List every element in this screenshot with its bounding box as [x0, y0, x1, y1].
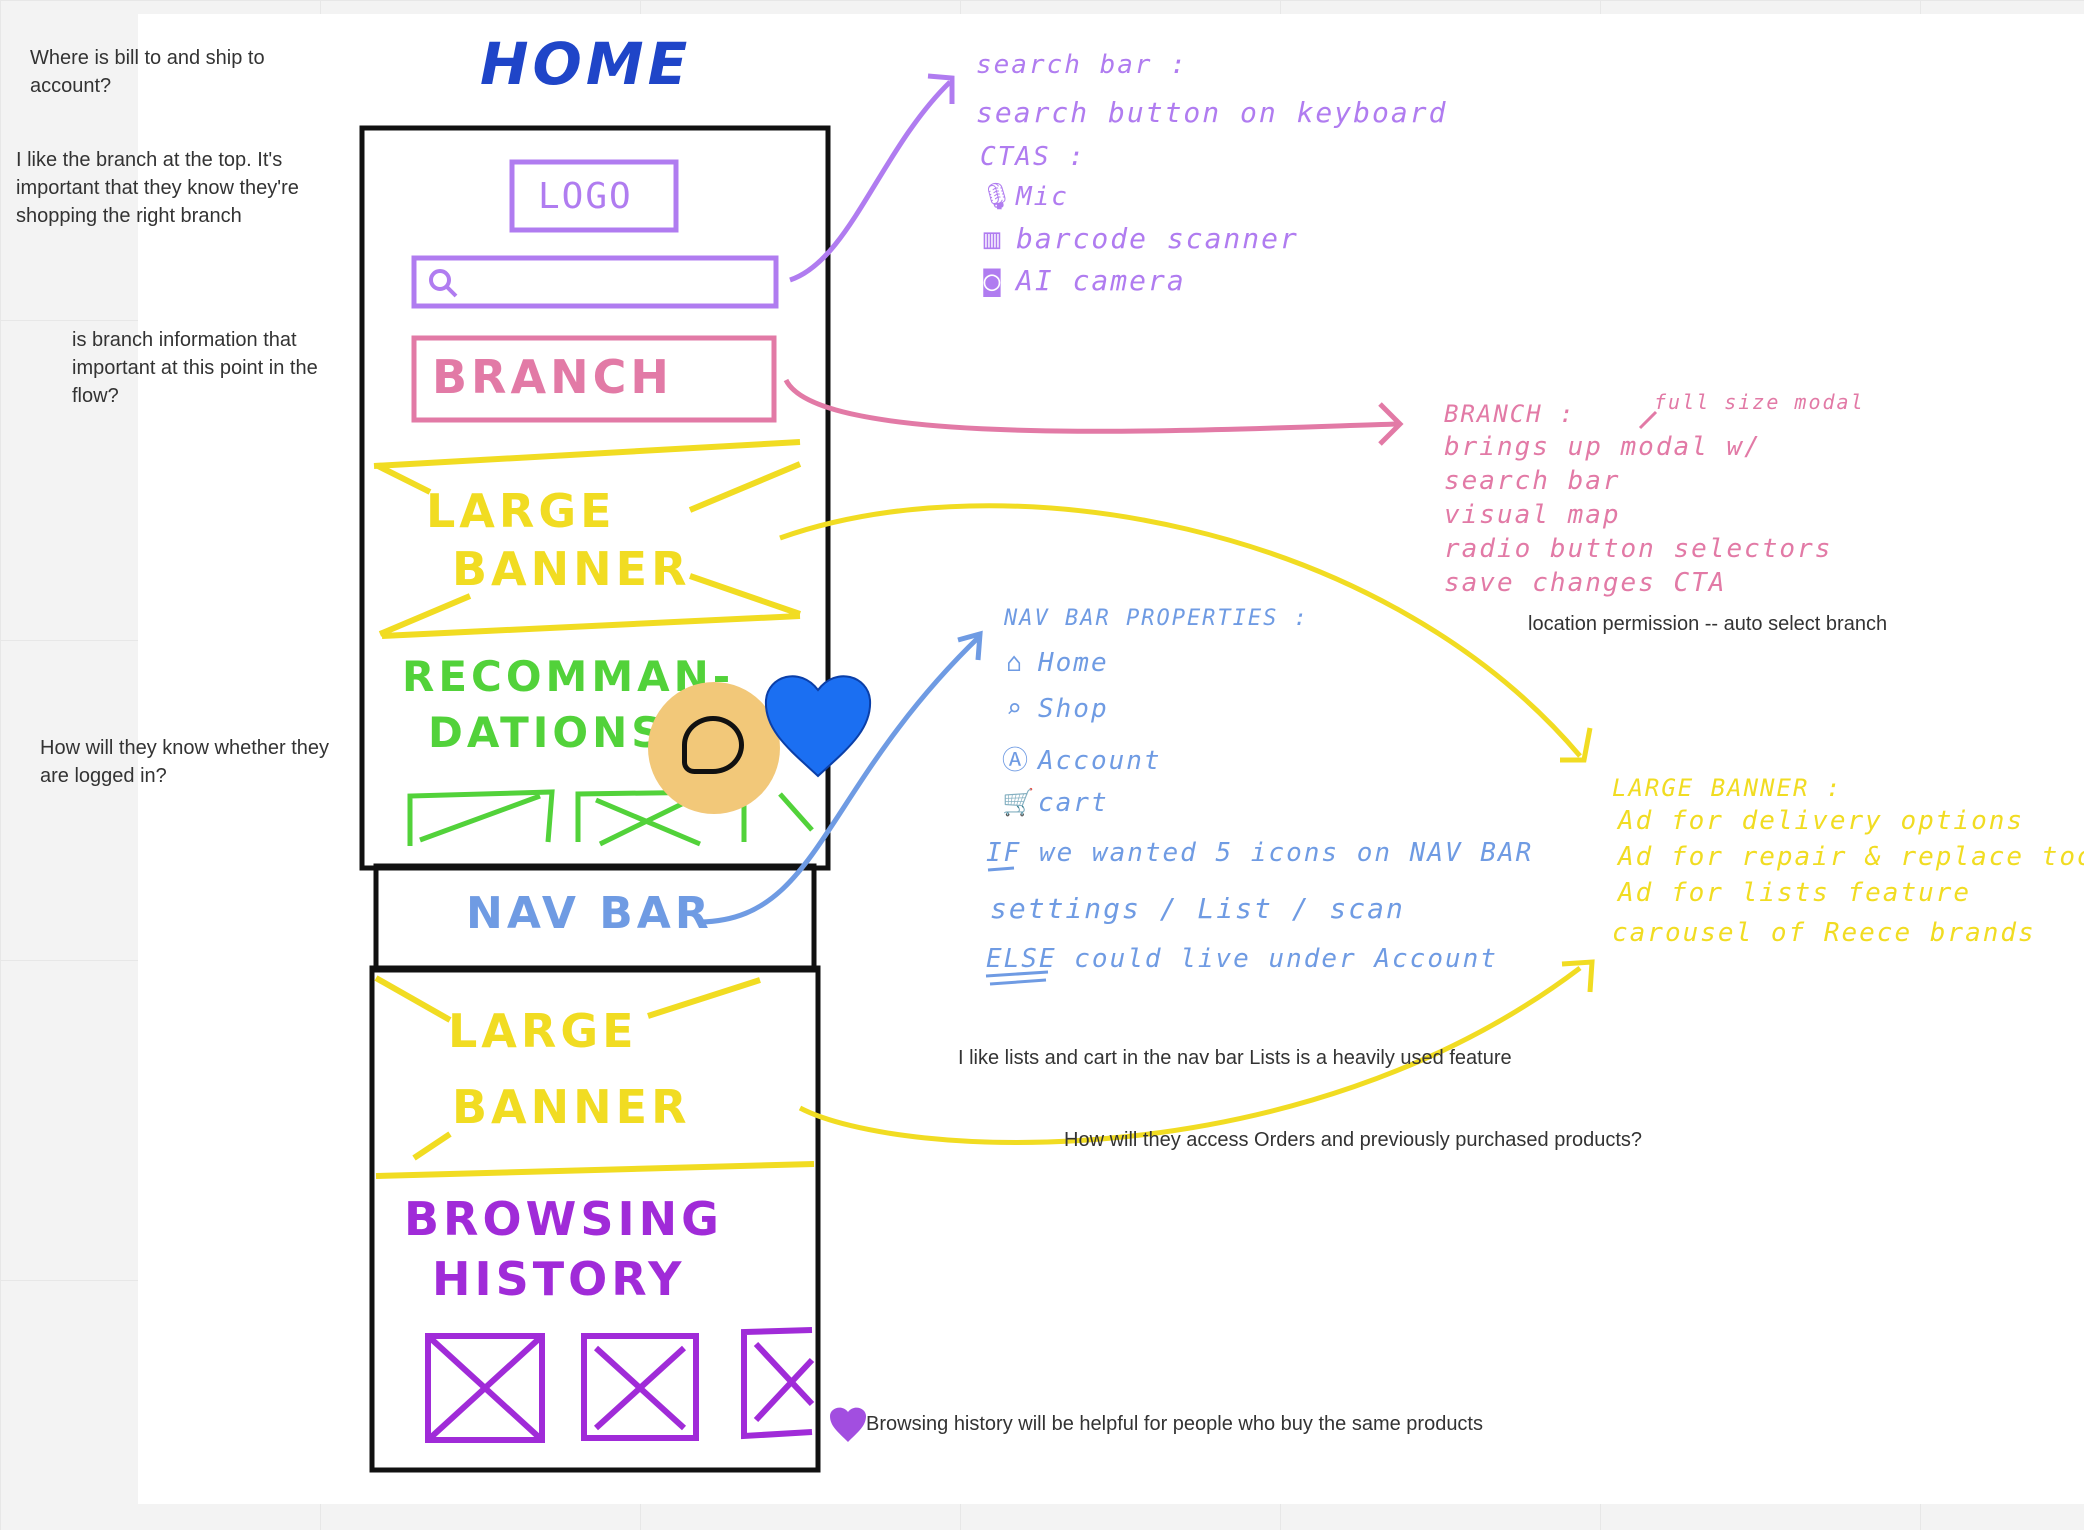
nav-notes-if: IF we wanted 5 icons on NAV BAR: [986, 838, 1534, 868]
nav-notes-title: NAV BAR PROPERTIES :: [1004, 606, 1309, 631]
banner-notes-line: carousel of Reece brands: [1612, 918, 2036, 948]
large-banner-label-2a: LARGE: [448, 1004, 638, 1058]
branch-notes-line: visual map: [1444, 500, 1621, 530]
cart-label: cart: [1038, 788, 1109, 818]
browsing-history-label-b: HISTORY: [432, 1252, 686, 1306]
canvas-frame: [138, 14, 2084, 1504]
nav-item-cart: 🛒cart: [1002, 788, 1109, 818]
nav-bar-label: NAV BAR: [466, 888, 713, 939]
branch-notes-line: brings up modal w/: [1444, 432, 1762, 462]
comment-logged-in: How will they know whether they are logg…: [40, 737, 330, 787]
search-icon: [429, 269, 451, 291]
nav-item-shop: ⌕ Shop: [1002, 694, 1109, 724]
phone-frame-bottom: [369, 965, 821, 1473]
comment-location: location permission -- auto select branc…: [1528, 613, 1888, 635]
search-notes-line1: search button on keyboard: [976, 96, 1448, 129]
comment-orders: How will they access Orders and previous…: [1064, 1129, 1643, 1151]
shop-label: Shop: [1038, 694, 1109, 724]
browsing-history-label-a: BROWSING: [404, 1192, 723, 1246]
cart-icon: 🛒: [1002, 788, 1037, 818]
comment-bill-to: Where is bill to and ship to account?: [30, 47, 265, 97]
comment-browsing: Browsing history will be helpful for peo…: [866, 1413, 1483, 1435]
search-notes-ctas: CTAS :: [980, 142, 1086, 172]
logo-box: [509, 159, 679, 233]
branch-label: BRANCH: [432, 350, 673, 404]
branch-notes-line: search bar: [1444, 466, 1621, 496]
banner-notes-line: Ad for lists feature: [1618, 878, 1972, 908]
recommendations-label-b: DATIONS: [428, 708, 666, 757]
search-notes-title: search bar :: [976, 50, 1188, 80]
comment-lists-cart: I like lists and cart in the nav bar Lis…: [958, 1047, 1512, 1069]
branch-notes-annotation: full size modal: [1654, 390, 1865, 414]
banner-notes-title: LARGE BANNER :: [1612, 774, 1843, 802]
search-bar-sketch: [411, 255, 779, 309]
wireframe-title: HOME: [480, 30, 692, 98]
account-icon: Ⓐ: [1002, 746, 1031, 776]
mic-icon: 🎙: [980, 182, 1016, 212]
nav-notes-options: settings / List / scan: [990, 892, 1405, 925]
logo-label: LOGO: [538, 176, 633, 217]
comment-branch-info: is branch information that important at …: [72, 329, 318, 407]
home-label: Home: [1038, 648, 1109, 678]
branch-notes-line: radio button selectors: [1444, 534, 1833, 564]
barcode-label: barcode scanner: [1016, 222, 1299, 255]
branch-notes-title: BRANCH :: [1444, 400, 1576, 428]
branch-box: [411, 335, 777, 423]
camera-icon: ◙: [983, 264, 1003, 297]
comment-branch-top: I like the branch at the top. It's impor…: [16, 149, 299, 227]
camera-label: AI camera: [1016, 264, 1186, 297]
mic-label: Mic: [1016, 182, 1069, 212]
large-banner-label-2b: BANNER: [452, 1080, 691, 1134]
account-label: Account: [1038, 746, 1162, 776]
nav-item-home: ⌂ Home: [1002, 648, 1109, 678]
banner-notes-line: Ad for delivery options: [1618, 806, 2025, 836]
home-icon: ⌂: [1006, 648, 1024, 678]
nav-notes-else: ELSE could live under Account: [986, 944, 1498, 974]
shop-icon: ⌕: [1006, 694, 1024, 724]
barcode-icon: ▥: [983, 222, 1003, 255]
search-cta-camera: ◙ AI camera: [980, 264, 1186, 297]
search-cta-mic: 🎙Mic: [980, 182, 1069, 212]
large-banner-label-1b: BANNER: [452, 542, 691, 596]
comment-bubble-icon[interactable]: [682, 716, 744, 774]
search-cta-barcode: ▥ barcode scanner: [980, 222, 1299, 255]
history-thumbnails: [425, 1327, 815, 1443]
banner-notes-line: Ad for repair & replace tool: [1618, 842, 2084, 872]
large-banner-label-1a: LARGE: [426, 484, 616, 538]
branch-notes-line: save changes CTA: [1444, 568, 1727, 598]
